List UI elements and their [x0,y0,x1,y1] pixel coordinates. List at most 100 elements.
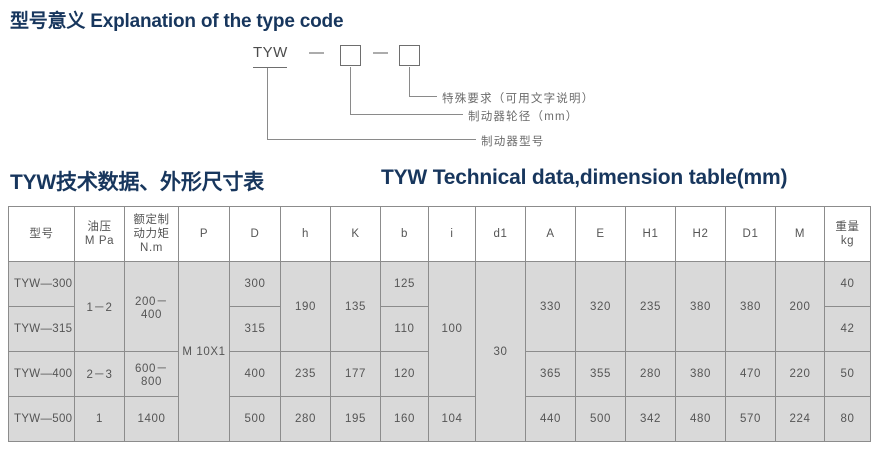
column-header-line: D [250,228,260,240]
cell-weight: 80 [824,396,871,442]
cell-H1: 280 [625,351,676,397]
column-header-line: d1 [493,228,508,240]
column-header-line: kg [840,235,855,247]
column-header-pressure: 油压 M Pa [74,206,125,262]
column-header-line: H1 [642,228,659,240]
column-header-A: A [525,206,576,262]
cell-b: 125 [380,261,429,307]
column-header-line: M Pa [84,235,115,247]
type-code-box-wheel-diameter [340,45,361,66]
column-header-h: h [280,206,331,262]
cell-A: 440 [525,396,576,442]
cell-h: 235 [280,351,331,397]
column-header-H2: H2 [675,206,726,262]
cell-D: 500 [229,396,281,442]
cell-M: 220 [775,351,825,397]
leader-line-model-vertical [267,68,268,139]
cell-D1: 380 [725,261,776,352]
table-heading-chinese: TYW技术数据、外形尺寸表 [10,171,265,194]
cell-K: 177 [330,351,381,397]
cell-H2: 380 [675,351,726,397]
column-header-d1: d1 [475,206,526,262]
cell-d1: 30 [475,261,526,442]
type-code-prefix-underline [253,67,287,68]
cell-pressure: 2－3 [74,351,125,397]
cell-A: 330 [525,261,576,352]
cell-model: TYW—315 [8,306,75,352]
cell-pressure: 1－2 [74,261,125,352]
column-header-model: 型号 [8,206,75,262]
annotation-wheel-diameter: 制动器轮径（mm） [468,111,579,123]
cell-torque: 200－400 [124,261,179,352]
cell-H2: 480 [675,396,726,442]
cell-b: 110 [380,306,429,352]
column-header-line: i [450,228,454,240]
cell-model: TYW—400 [8,351,75,397]
type-code-prefix: TYW [253,44,288,61]
cell-H1: 235 [625,261,676,352]
cell-M: 224 [775,396,825,442]
column-header-line: 型号 [29,228,54,240]
column-header-K: K [330,206,381,262]
cell-D: 315 [229,306,281,352]
cell-weight: 42 [824,306,871,352]
annotation-special-requirement: 特殊要求（可用文字说明） [442,93,595,105]
column-header-line: H2 [692,228,709,240]
leader-line-wheel-vertical [350,67,351,114]
table-heading-english: TYW Technical data,dimension table(mm) [381,166,788,189]
cell-b: 160 [380,396,429,442]
cell-A: 365 [525,351,576,397]
cell-D1: 570 [725,396,776,442]
type-code-dash-1: — [309,44,324,61]
leader-line-special-horizontal [409,96,437,97]
type-code-heading: 型号意义 Explanation of the type code [10,11,344,32]
column-header-line: A [546,228,555,240]
cell-weight: 50 [824,351,871,397]
cell-E: 320 [575,261,626,352]
column-header-E: E [575,206,626,262]
column-header-b: b [380,206,429,262]
column-header-line: N.m [140,242,163,254]
column-header-H1: H1 [625,206,676,262]
cell-E: 500 [575,396,626,442]
cell-h: 280 [280,396,331,442]
column-header-line: M [794,228,806,240]
column-header-D: D [229,206,281,262]
column-header-D1: D1 [725,206,776,262]
cell-i: 104 [428,396,476,442]
cell-D: 400 [229,351,281,397]
column-header-line: b [401,228,408,240]
column-header-i: i [428,206,476,262]
column-header-line: 额定制 [133,214,170,226]
leader-line-wheel-horizontal [350,114,463,115]
cell-K: 195 [330,396,381,442]
column-header-line: 重量 [835,221,860,233]
cell-D: 300 [229,261,281,307]
cell-pressure: 1 [74,396,125,442]
cell-i: 100 [428,261,476,397]
cell-H2: 380 [675,261,726,352]
table-row: TYW—315 315 110 42 [8,306,871,352]
column-header-line: P [199,228,209,240]
column-header-M: M [775,206,825,262]
column-header-line: 油压 [87,221,112,233]
column-header-line: K [351,228,360,240]
cell-D1: 470 [725,351,776,397]
column-header-line: D1 [742,228,759,240]
cell-torque: 600－800 [124,351,179,397]
leader-line-model-horizontal [267,139,476,140]
column-header-line: E [596,228,605,240]
type-code-dash-2: — [373,44,388,61]
leader-line-special-vertical [409,67,410,96]
column-header-weight: 重量 kg [824,206,871,262]
cell-h: 190 [280,261,331,352]
cell-M: 200 [775,261,825,352]
cell-H1: 342 [625,396,676,442]
cell-K: 135 [330,261,381,352]
type-code-box-special-requirement [399,45,420,66]
